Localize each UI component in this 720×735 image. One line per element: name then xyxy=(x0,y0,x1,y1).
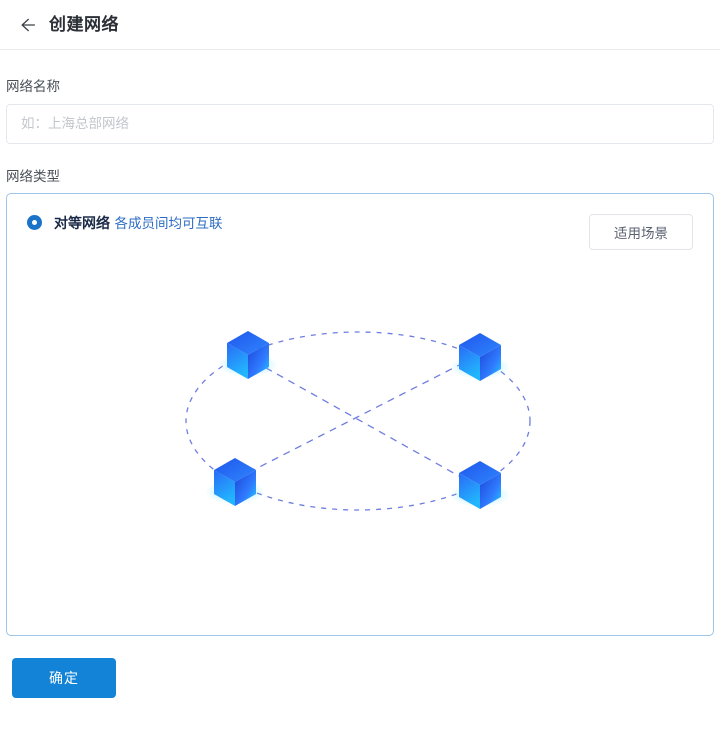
diagram-node-top-right xyxy=(450,333,510,381)
diagram-diagonals xyxy=(229,354,476,486)
diagram-node-bottom-left xyxy=(205,458,265,506)
peer-network-radio-option[interactable]: 对等网络 各成员间均可互联 xyxy=(27,212,589,237)
form-content: 网络名称 网络类型 对等网络 各成员间均可互联 适用场景 xyxy=(0,80,720,698)
back-arrow-icon[interactable] xyxy=(14,12,40,38)
applicable-scene-button[interactable]: 适用场景 xyxy=(589,214,693,250)
peer-network-description: 各成员间均可互联 xyxy=(114,216,223,231)
network-type-card-peer[interactable]: 对等网络 各成员间均可互联 适用场景 xyxy=(6,193,714,636)
diagram-node-top-left xyxy=(218,331,278,379)
page-header: 创建网络 xyxy=(0,0,720,50)
diagram-node-bottom-right xyxy=(450,461,510,509)
network-name-label: 网络名称 xyxy=(6,79,60,94)
page-title: 创建网络 xyxy=(49,15,119,34)
network-type-label: 网络类型 xyxy=(6,168,60,184)
radio-selected-icon[interactable] xyxy=(27,215,42,230)
network-name-input[interactable] xyxy=(6,103,714,144)
confirm-button[interactable]: 确定 xyxy=(12,658,116,698)
peer-network-diagram xyxy=(185,331,531,511)
form-footer: 确定 xyxy=(6,636,714,698)
peer-network-texts: 对等网络 各成员间均可互联 xyxy=(54,212,222,237)
diagram-ring xyxy=(185,331,531,511)
peer-network-title: 对等网络 xyxy=(54,215,110,231)
network-type-card-header: 对等网络 各成员间均可互联 适用场景 xyxy=(7,194,713,250)
